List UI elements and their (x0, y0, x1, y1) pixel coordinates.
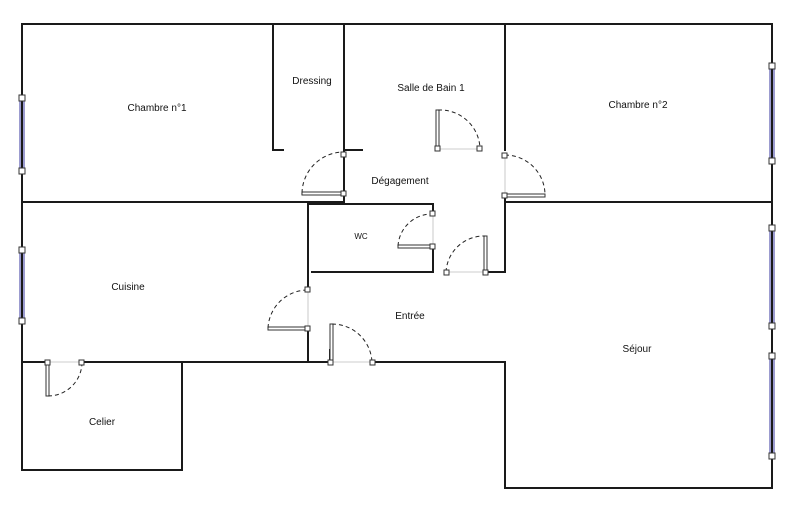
door-cuisine (267, 286, 311, 332)
door-wc (397, 210, 436, 250)
label-entree: Entrée (395, 311, 425, 322)
door-celier (44, 359, 85, 397)
room-labels: Chambre n°1 Dressing Salle de Bain 1 Cha… (89, 76, 668, 428)
windows (18, 62, 776, 460)
label-degagement: Dégagement (371, 176, 428, 187)
door-chambre1 (301, 151, 347, 197)
doors (44, 109, 546, 397)
window-chambre2 (768, 62, 776, 165)
label-wc: WC (354, 232, 368, 241)
door-chambre2 (501, 152, 546, 199)
door-degagement-entree (443, 235, 489, 276)
label-dressing: Dressing (292, 76, 331, 87)
window-cuisine (18, 246, 26, 325)
window-sejour-1 (768, 224, 776, 330)
label-sejour: Séjour (623, 344, 653, 355)
window-chambre1 (18, 94, 26, 175)
label-chambre1: Chambre n°1 (127, 103, 186, 114)
window-sejour-2 (768, 352, 776, 460)
label-chambre2: Chambre n°2 (608, 100, 667, 111)
door-salle-de-bain (434, 109, 483, 152)
label-cuisine: Cuisine (111, 282, 145, 293)
label-salle-de-bain: Salle de Bain 1 (397, 83, 465, 94)
door-entree (327, 323, 376, 366)
label-celier: Celier (89, 417, 116, 428)
